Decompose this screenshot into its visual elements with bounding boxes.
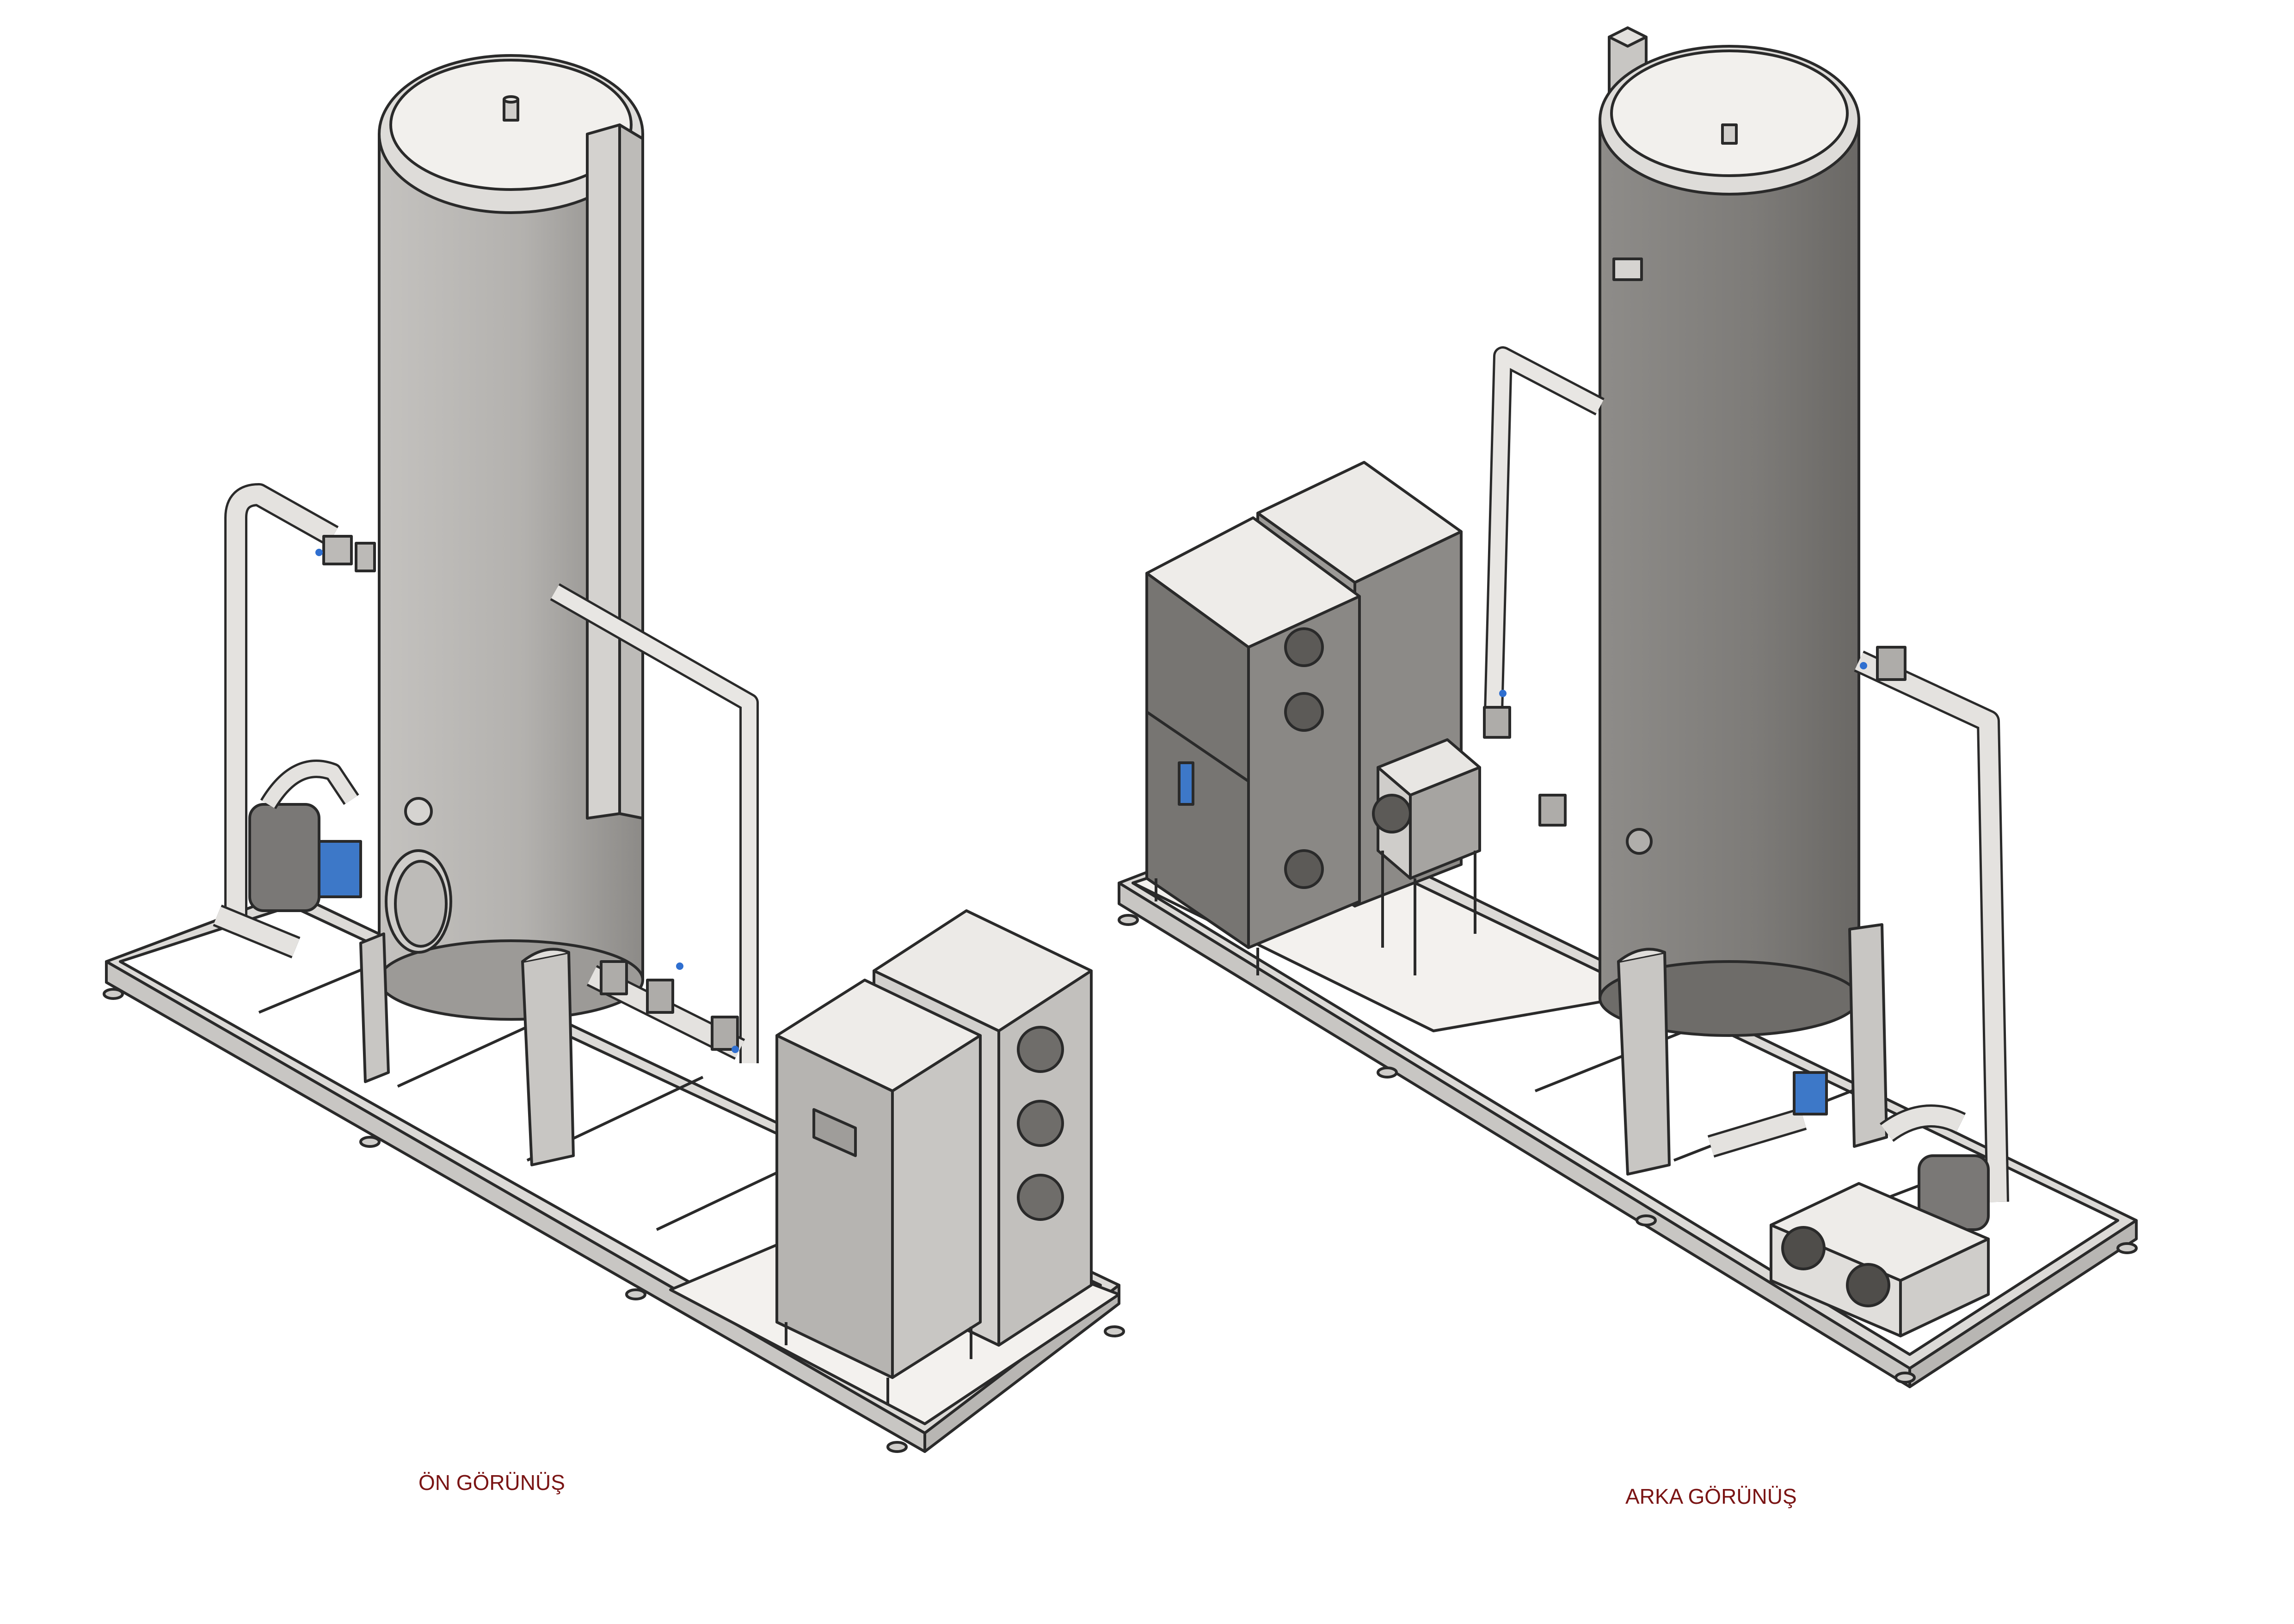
front-valves-lower — [600, 960, 739, 1053]
front-vertical-tank — [378, 54, 644, 1021]
front-tank-legs — [359, 932, 575, 1166]
back-blower-box — [1770, 1182, 1990, 1337]
back-view-caption: ARKA GÖRÜNÜŞ — [1625, 1484, 1797, 1508]
front-valve-upper-left — [315, 535, 376, 572]
back-vertical-tank — [1599, 45, 1860, 1037]
front-feet — [103, 988, 1125, 1453]
front-cabinet-front — [775, 979, 982, 1405]
front-level-gauge — [586, 123, 644, 820]
front-view-caption: ÖN GÖRÜNÜŞ — [418, 1471, 565, 1495]
back-cabinet-front — [1145, 516, 1361, 975]
back-tank-legs — [1617, 923, 1888, 1176]
back-pipes — [1484, 346, 2009, 1202]
back-pump-assembly — [1707, 1071, 1990, 1231]
back-valves — [1483, 646, 1907, 827]
back-blower-stand — [1372, 738, 1481, 975]
back-view-assembly — [1118, 26, 2138, 1388]
back-feet — [1118, 914, 2138, 1384]
front-pipe-loop-left — [224, 483, 339, 925]
front-view-assembly — [103, 54, 1125, 1453]
front-pump — [213, 760, 362, 959]
